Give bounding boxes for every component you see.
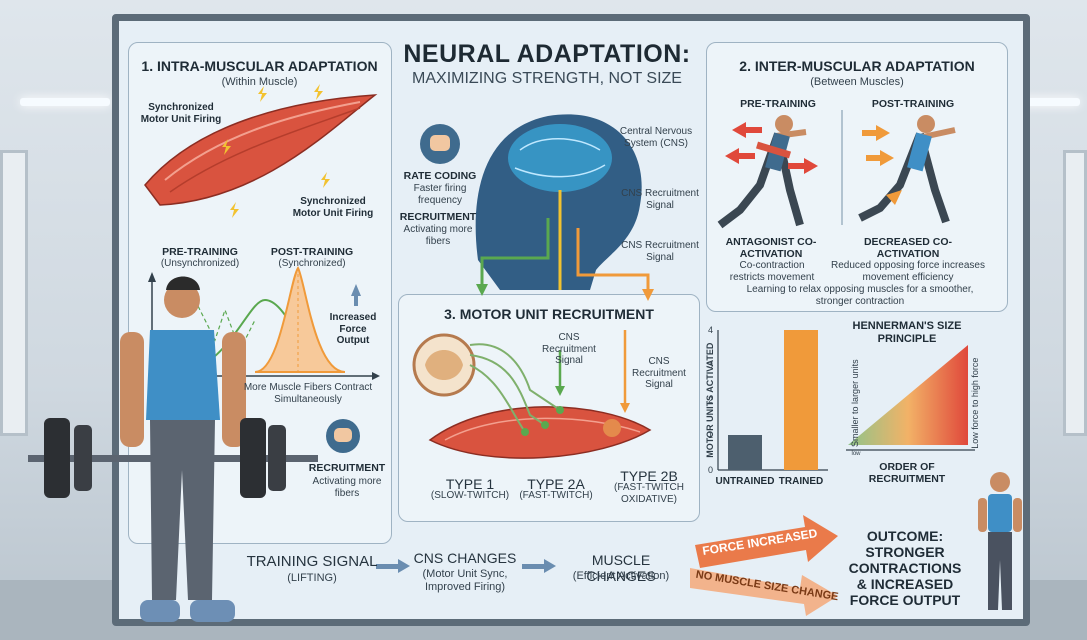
type1-label: TYPE 1 (445, 476, 495, 492)
spinal-cord-illustration (412, 333, 476, 397)
henneman-right-label: Low force to high force (969, 357, 980, 449)
intra-subheading: (Within Muscle) (221, 76, 298, 88)
antagonist-label: ANTAGONIST CO-ACTIVATION (725, 236, 817, 261)
sync-label-1: Synchronized Motor Unit Firing (140, 102, 222, 125)
inter-post-label: POST-TRAINING (871, 98, 955, 110)
henneman-title: HENNERMAN'S SIZE PRINCIPLE (852, 320, 962, 345)
flow-step2: CNS CHANGES (413, 550, 517, 566)
bar-untrained (728, 435, 762, 470)
type2a-label: TYPE 2A (527, 476, 585, 492)
increased-force-label: Increased Force Output (329, 312, 377, 346)
x-tick-label: UNTRAINED (716, 476, 775, 487)
muscle-fiber-illustration (428, 406, 652, 459)
rate-coding-label: RATE CODING (403, 170, 477, 182)
arrow-icon (862, 125, 902, 205)
decreased-label: DECREASED CO-ACTIVATION (863, 236, 953, 261)
motor-heading: 3. MOTOR UNIT RECRUITMENT (444, 306, 654, 322)
motor-signal-2: CNS Recruitment Signal (632, 356, 686, 390)
motor-unit-node (521, 406, 564, 436)
y-tick-label: 1 (708, 430, 713, 440)
pre-training-sub: (Unsynchronized) (160, 258, 240, 269)
cns-recruitment-label: RECRUITMENT (399, 211, 477, 223)
size-principle-triangle (848, 345, 968, 445)
henneman-left-label: Smaller to larger units (849, 359, 860, 447)
y-tick-label: 4 (708, 325, 713, 335)
lightning-icon (222, 84, 330, 218)
intra-recruitment-sub: Activating more fibers (312, 476, 382, 499)
barbell-illustration (28, 418, 318, 498)
type1-sub: (SLOW-TWITCH) (430, 490, 510, 501)
post-training-sub: (Synchronized) (278, 258, 346, 269)
flow-step1-sub: (LIFTING) (287, 572, 337, 584)
inter-subheading: (Between Muscles) (810, 76, 904, 88)
athlete-pre-training (717, 115, 807, 229)
pre-training-label: PRE-TRAINING (162, 246, 238, 258)
inter-heading: 2. INTER-MUSCULAR ADAPTATION (739, 58, 975, 74)
flow-step3-sub: (Efficient Activation) (572, 570, 670, 582)
lifter-illustration (120, 276, 246, 622)
cns-recruitment-sub: Activating more fibers (403, 224, 473, 247)
henneman-x-label: ORDER OF RECRUITMENT (868, 461, 946, 486)
ceiling-light (1000, 98, 1080, 106)
motor-signal-1: CNS Recruitment Signal (542, 332, 596, 366)
henneman-x-small: low (851, 451, 861, 457)
y-tick-label: 2 (708, 395, 713, 405)
antagonist-sub: Co-contraction restricts movement (729, 260, 815, 283)
outcome-label: OUTCOME: STRONGER CONTRACTIONS & INCREAS… (848, 528, 962, 609)
ceiling-light (20, 98, 110, 106)
arrow-icon (480, 218, 550, 285)
x-tick-label: TRAINED (779, 476, 823, 487)
more-fibers-label: More Muscle Fibers Contract Simultaneous… (243, 382, 373, 405)
athlete-outcome-illustration (978, 472, 1022, 610)
brain-head-illustration (475, 114, 642, 291)
y-tick-label: 0 (708, 465, 713, 475)
window (0, 150, 28, 436)
bar-chart-ylabel: MOTOR UNITS ACTIVATED (704, 342, 715, 458)
force-increased-arrow (695, 515, 838, 568)
type2b-sub: (FAST-TWITCH OXIDATIVE) (614, 482, 684, 505)
nerve-lines (469, 343, 561, 433)
type2b-label: TYPE 2B (620, 468, 678, 484)
arrow-icon (576, 228, 650, 290)
muscle-illustration (144, 94, 378, 206)
panel-inter-muscular (706, 42, 1008, 312)
decreased-sub: Reduced opposing force increases movemen… (831, 260, 985, 283)
flow-step3: MUSCLE CHANGES (586, 552, 656, 585)
no-size-change-arrow (690, 568, 838, 616)
bar-trained (784, 330, 818, 470)
page-title: NEURAL ADAPTATION: (403, 40, 691, 68)
intra-recruitment-label: RECRUITMENT (308, 462, 386, 474)
arrow-icon (376, 559, 556, 573)
type2a-sub: (FAST-TWITCH) (519, 490, 593, 501)
post-training-label: POST-TRAINING (270, 246, 354, 258)
inter-pre-label: PRE-TRAINING (740, 98, 816, 110)
rate-coding-sub: Faster firing frequency (413, 183, 467, 206)
cns-label: Central Nervous System (CNS) (619, 126, 693, 149)
arrow-icon (725, 122, 818, 174)
flow-step1: TRAINING SIGNAL (246, 553, 378, 570)
flow-step2-sub: (Motor Unit Sync, Improved Firing) (422, 568, 508, 593)
y-tick-label: 3 (708, 360, 713, 370)
window (1063, 150, 1087, 436)
page-subtitle: MAXIMIZING STRENGTH, NOT SIZE (412, 70, 682, 87)
intra-heading: 1. INTRA-MUSCULAR ADAPTATION (141, 58, 378, 74)
cns-signal-2: CNS Recruitment Signal (621, 240, 699, 263)
cns-signal-1: CNS Recruitment Signal (621, 188, 699, 211)
learning-note: Learning to relax opposing muscles for a… (746, 284, 974, 307)
sync-label-2: Synchronized Motor Unit Firing (292, 196, 374, 219)
